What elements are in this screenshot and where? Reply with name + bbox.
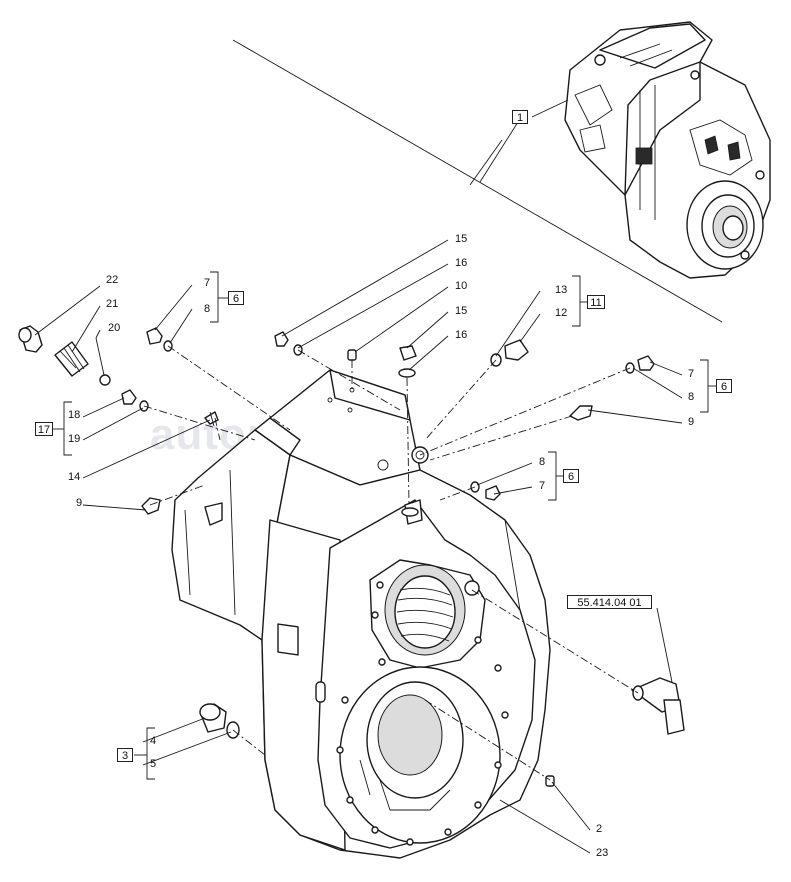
group-box-17: 17 bbox=[35, 422, 53, 436]
assembly-axes bbox=[143, 345, 639, 781]
callout-16-lower: 16 bbox=[455, 329, 468, 341]
callout-8-right: 8 bbox=[688, 391, 695, 403]
group-box-6: 6 bbox=[228, 291, 244, 305]
callout-7-middle: 7 bbox=[539, 480, 546, 492]
callout-15-lower: 15 bbox=[455, 305, 468, 317]
callout-12: 12 bbox=[555, 307, 568, 319]
group-box-1: 1 bbox=[512, 110, 528, 124]
callout-21: 21 bbox=[106, 298, 119, 310]
callout-7-right: 7 bbox=[688, 368, 695, 380]
callout-20: 20 bbox=[108, 322, 121, 334]
callout-18: 18 bbox=[68, 409, 81, 421]
callout-15: 15 bbox=[455, 233, 468, 245]
callout-13: 13 bbox=[555, 284, 568, 296]
callout-16: 16 bbox=[455, 257, 468, 269]
callout-22: 22 bbox=[106, 274, 119, 286]
inset-label-plate bbox=[635, 147, 653, 165]
transmission-housing bbox=[171, 369, 551, 859]
inset-pointer-line bbox=[479, 121, 519, 183]
callout-5: 5 bbox=[150, 758, 157, 770]
transmission-assembly-inset bbox=[564, 21, 771, 279]
group-box-3: 3 bbox=[117, 748, 133, 762]
callout-8: 8 bbox=[204, 303, 211, 315]
inset-pointer-line-2 bbox=[469, 139, 503, 186]
flange-bolt-holes bbox=[336, 581, 509, 846]
leader-lines bbox=[34, 99, 716, 854]
group-box-11: 11 bbox=[587, 295, 605, 309]
callout-9-right: 9 bbox=[688, 416, 695, 428]
reference-code-box: 55.414.04 01 bbox=[567, 595, 652, 609]
callout-23: 23 bbox=[596, 847, 609, 859]
callout-14: 14 bbox=[68, 471, 81, 483]
callout-7: 7 bbox=[204, 277, 211, 289]
callout-9: 9 bbox=[76, 497, 83, 509]
callout-8-middle: 8 bbox=[539, 456, 546, 468]
small-parts bbox=[18, 325, 685, 787]
group-box-6-right: 6 bbox=[716, 379, 732, 393]
callout-19: 19 bbox=[68, 433, 81, 445]
group-box-6-middle: 6 bbox=[563, 469, 579, 483]
callout-2: 2 bbox=[596, 823, 603, 835]
callout-10: 10 bbox=[455, 280, 468, 292]
callout-4: 4 bbox=[150, 735, 157, 747]
inset-divider-line bbox=[232, 39, 723, 323]
